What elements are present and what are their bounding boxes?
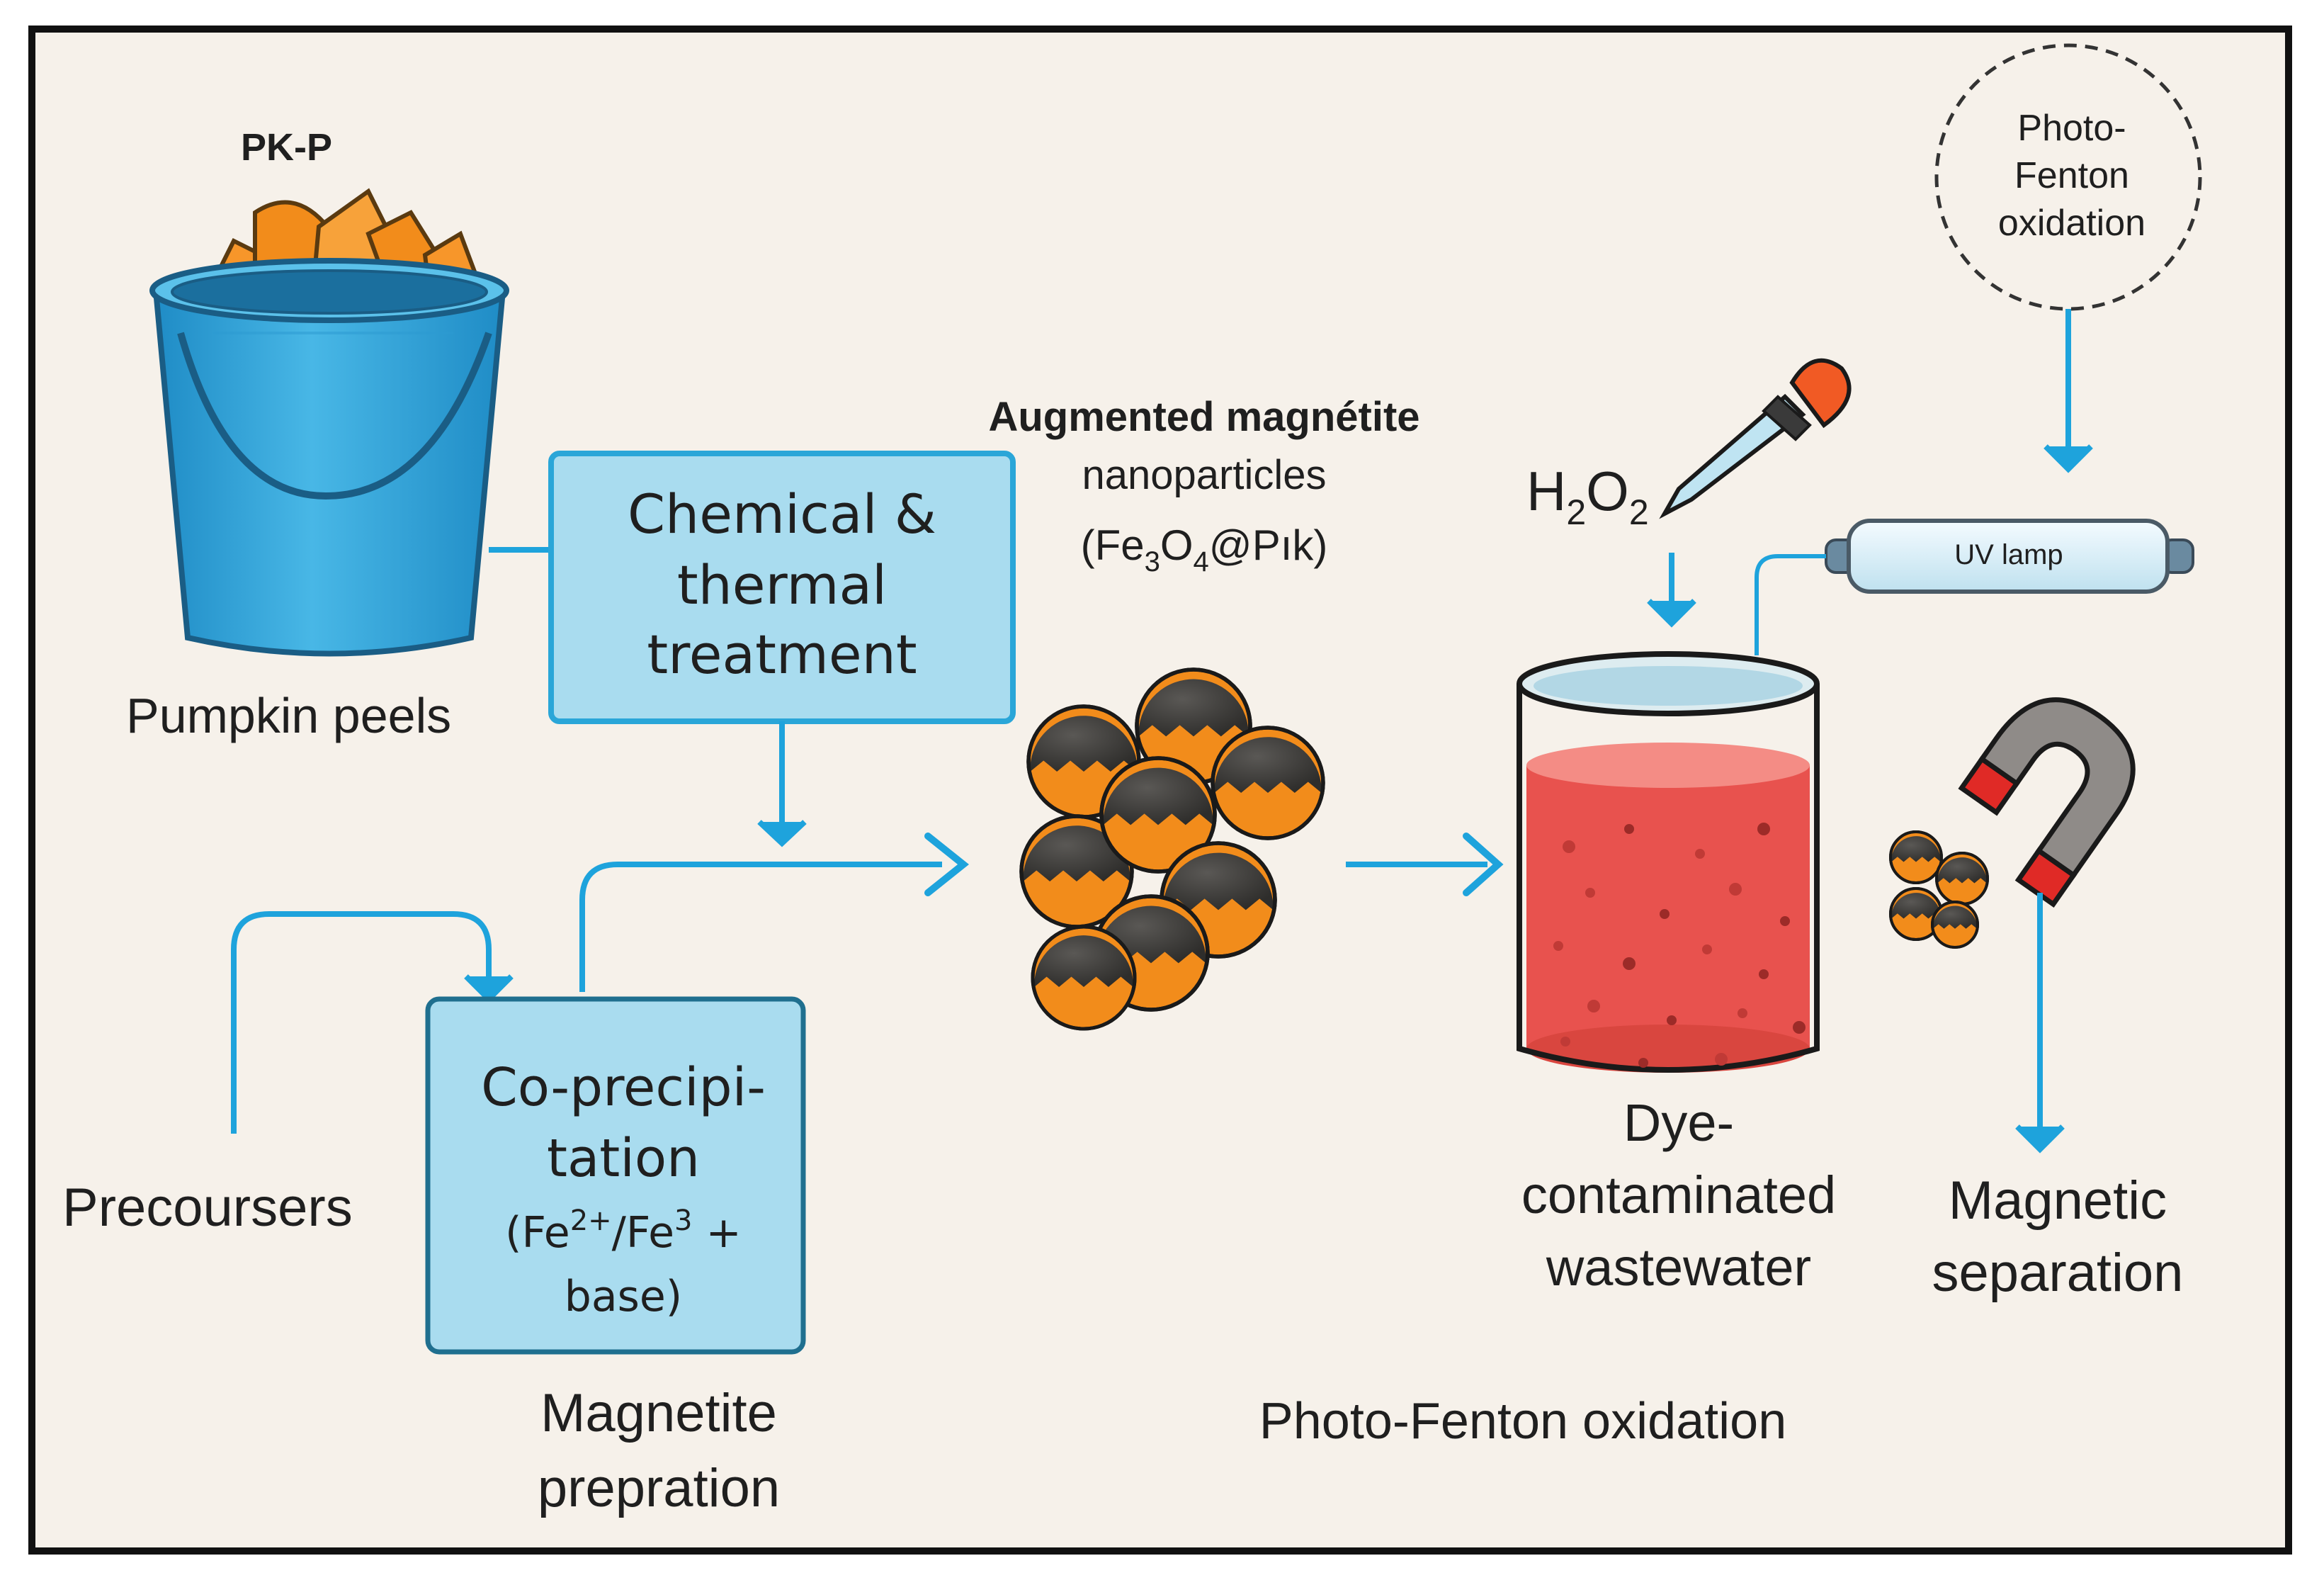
chem-box-line-1: Chemical & <box>628 483 936 546</box>
dye-ww-line-2: contaminated <box>1521 1166 1836 1224</box>
nanoparticle-4 <box>1019 814 1134 929</box>
dye-dot-8 <box>1780 916 1790 926</box>
chem-box-line-2: thermal <box>677 553 887 616</box>
coprecipitation-box <box>425 996 806 1355</box>
pumpkin-peels-label: Pumpkin peels <box>126 688 451 743</box>
beaker-icon <box>1517 651 1820 1073</box>
dye-dot-13 <box>1587 1000 1600 1013</box>
nanoparticle-8 <box>1031 925 1137 1031</box>
separated-particles-icon <box>1889 830 1989 949</box>
uv-lamp-label: UV lamp <box>1954 539 2063 570</box>
magnetite-prep-line-2: prepration <box>538 1458 780 1518</box>
dye-ww-line-3: wastewater <box>1546 1238 1811 1297</box>
dye-dot-4 <box>1757 823 1770 835</box>
dye-dot-12 <box>1759 969 1769 979</box>
magnetic-sep-line-2: separation <box>1932 1243 2184 1303</box>
separated-particle-2 <box>1935 852 1989 906</box>
dye-dot-1 <box>1563 840 1575 853</box>
dye-dot-17 <box>1560 1037 1570 1047</box>
nanoparticle-cluster-icon <box>1019 667 1325 1031</box>
coprec-box-formula: (Fe2+/Fe3 + <box>505 1205 742 1258</box>
nanoparticle-5 <box>1099 756 1217 874</box>
dye-dot-14 <box>1667 1015 1677 1025</box>
to-particles-arrowhead-icon <box>924 833 970 896</box>
dye-dot-6 <box>1660 909 1670 919</box>
separated-particle-1 <box>1889 830 1943 884</box>
dye-dot-2 <box>1624 824 1634 834</box>
separated-particle-4 <box>1931 901 1979 949</box>
circle-to-lamp-arrowhead-icon <box>2044 444 2093 473</box>
dye-dot-9 <box>1553 941 1563 951</box>
nanoparticle-3 <box>1211 726 1325 840</box>
coprec-to-particles-line <box>579 862 942 992</box>
pkp-label: PK-P <box>241 126 332 169</box>
precursors-feed-line <box>231 911 492 1134</box>
dye-dot-16 <box>1793 1021 1806 1034</box>
coprec-box-line-2: tation <box>547 1128 700 1189</box>
precoursers-label: Precoursers <box>62 1178 353 1238</box>
fe3o4-formula-label: (Fe3O4@Pık) <box>1081 521 1328 577</box>
lamp-connector-line <box>1755 554 1826 655</box>
dye-dot-7 <box>1729 883 1742 896</box>
precursors-arrowhead-icon <box>464 974 514 1003</box>
dye-dot-3 <box>1695 849 1705 859</box>
augmented-label-line-2: nanoparticles <box>1082 452 1327 498</box>
dye-dot-18 <box>1638 1058 1648 1068</box>
photo-fenton-bottom-label: Photo-Fenton oxidation <box>1259 1393 1787 1450</box>
h2o2-arrowhead-icon <box>1647 599 1696 628</box>
dye-ww-line-1: Dye- <box>1623 1093 1734 1152</box>
chem-box-line-3: treatment <box>647 623 917 686</box>
dye-dot-10 <box>1623 957 1636 970</box>
magnetic-sep-arrowhead-icon <box>2015 1124 2065 1154</box>
photo-fenton-circle-line-3: oxidation <box>1998 203 2146 244</box>
to-beaker-arrowhead-icon <box>1463 833 1504 896</box>
h2o2-label: H2O2 <box>1526 460 1649 532</box>
dye-dot-19 <box>1715 1053 1728 1066</box>
chem-down-arrowhead-icon <box>757 820 807 847</box>
magnetite-prep-line-1: Magnetite <box>540 1383 777 1443</box>
pumpkin-bucket-icon <box>149 188 509 657</box>
dye-dot-5 <box>1585 888 1595 898</box>
separated-particle-3 <box>1889 887 1943 941</box>
dye-dot-15 <box>1738 1008 1747 1018</box>
dye-dot-11 <box>1702 944 1712 954</box>
magnetic-sep-line-1: Magnetic <box>1949 1171 2167 1231</box>
photo-fenton-circle-line-2: Fenton <box>2014 155 2129 196</box>
photo-fenton-circle <box>1934 43 2202 311</box>
dropper-icon <box>1659 358 1852 519</box>
photo-fenton-circle-line-1: Photo- <box>2017 108 2126 149</box>
coprec-box-line-1: Co-precipi- <box>481 1057 766 1118</box>
uv-lamp-icon <box>1825 519 2194 594</box>
augmented-label-line-1: Augmented magnétite <box>988 394 1419 440</box>
magnet-icon <box>1958 697 2136 908</box>
coprec-box-base: base) <box>565 1272 682 1321</box>
